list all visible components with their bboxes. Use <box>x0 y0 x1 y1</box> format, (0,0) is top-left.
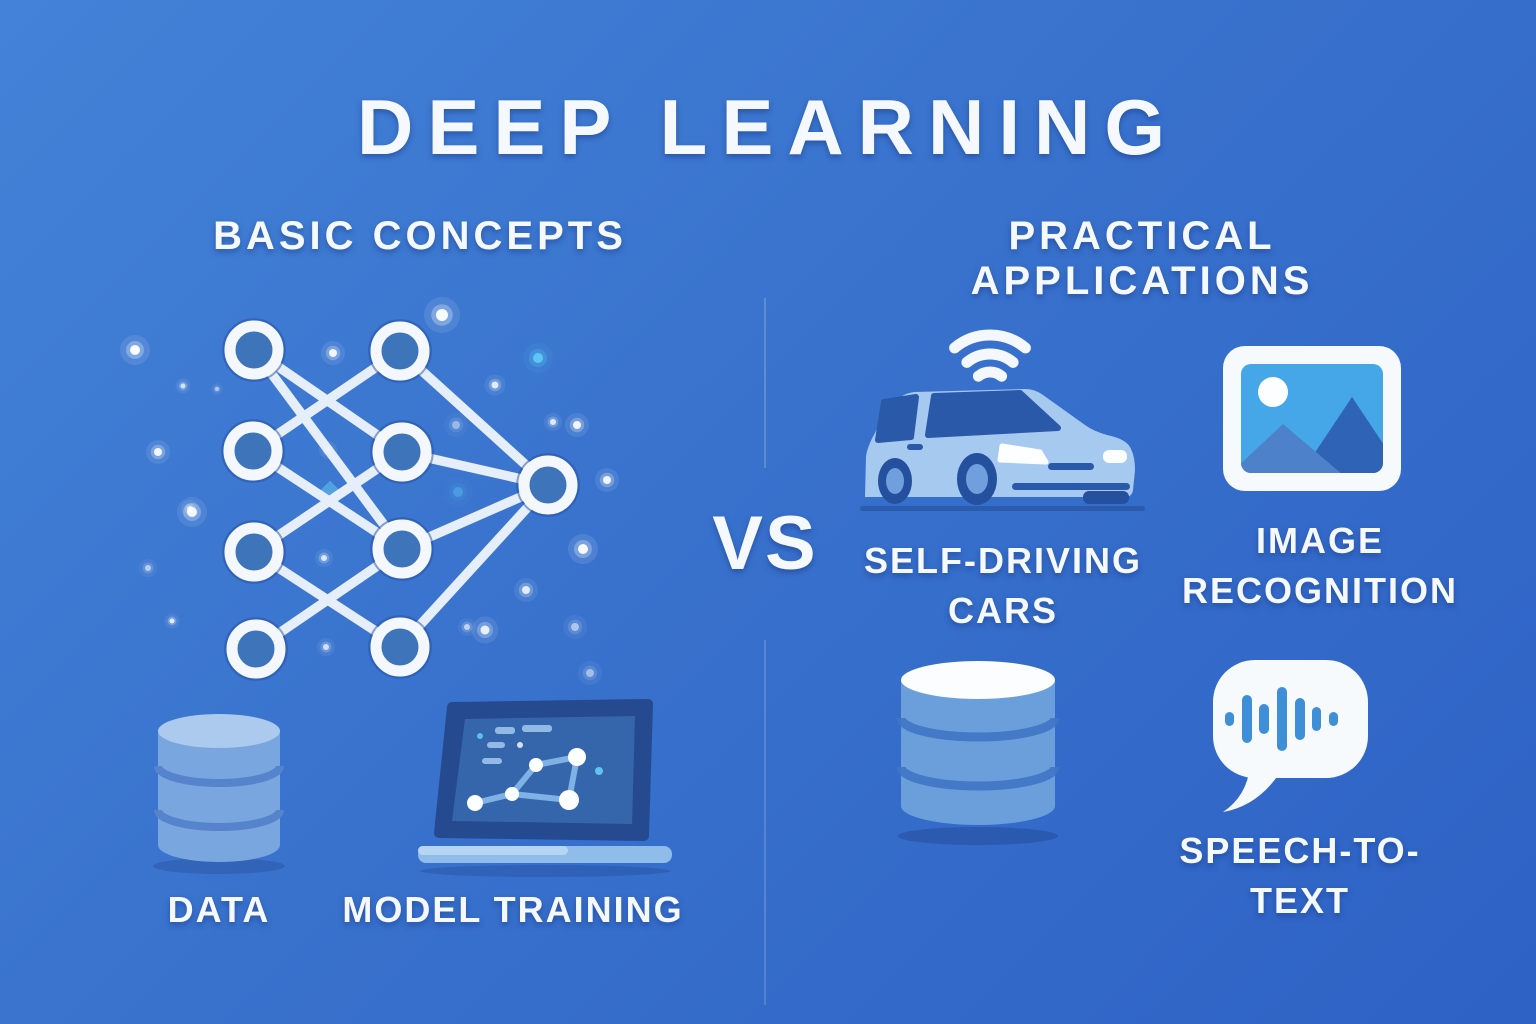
neural-network-icon <box>221 318 580 681</box>
network-edges <box>248 345 553 654</box>
network-nodes <box>221 318 580 681</box>
car-front-window <box>925 390 1061 438</box>
sun-icon <box>1258 377 1288 407</box>
database-shadow <box>153 858 285 874</box>
car-grill-dash <box>1048 463 1094 470</box>
self-driving-car-icon <box>860 329 1145 511</box>
right-section-heading: PRACTICAL APPLICATIONS <box>970 214 1314 303</box>
car-headlight <box>997 443 1049 465</box>
vs-divider-label: VS <box>712 501 818 586</box>
screen-text-dashes <box>482 725 552 764</box>
speech-to-text-label: SPEECH-TO- TEXT <box>1179 830 1421 921</box>
waveform-bars <box>1225 687 1338 751</box>
mountain-front <box>1241 424 1349 473</box>
bubble-body <box>1213 660 1368 778</box>
car-front-light <box>1103 450 1127 463</box>
mountain-back <box>1298 397 1383 473</box>
ground-line <box>860 506 1145 511</box>
database-icon-right <box>896 661 1060 845</box>
divider-line-top <box>764 298 766 468</box>
self-driving-cars-label: SELF-DRIVING CARS <box>863 540 1142 631</box>
image-recognition-icon <box>1223 346 1401 491</box>
page-title: DEEP LEARNING <box>357 83 1179 171</box>
data-label: DATA <box>167 889 271 930</box>
left-section-heading: BASIC CONCEPTS <box>213 214 627 258</box>
database-icon <box>153 714 285 874</box>
car-wheels <box>878 453 997 505</box>
image-recognition-label: IMAGE RECOGNITION <box>1181 520 1458 611</box>
speech-bubble-waveform-icon <box>1213 660 1368 812</box>
laptop-training-chart-icon <box>418 699 672 877</box>
car-rear-window <box>875 394 919 443</box>
car-bumper-trim <box>1012 483 1130 490</box>
database-shadow <box>898 827 1058 845</box>
photo-content <box>1241 377 1383 473</box>
laptop-base-highlight <box>418 846 568 855</box>
model-training-label: MODEL TRAINING <box>342 889 684 930</box>
car-front-wheel-partial <box>1083 491 1129 504</box>
car-door-handle <box>907 444 923 450</box>
divider-line-bottom <box>764 640 766 1005</box>
wifi-signal-icon <box>949 329 1031 382</box>
screen-line-chart <box>467 733 603 811</box>
laptop-shadow <box>420 865 670 877</box>
